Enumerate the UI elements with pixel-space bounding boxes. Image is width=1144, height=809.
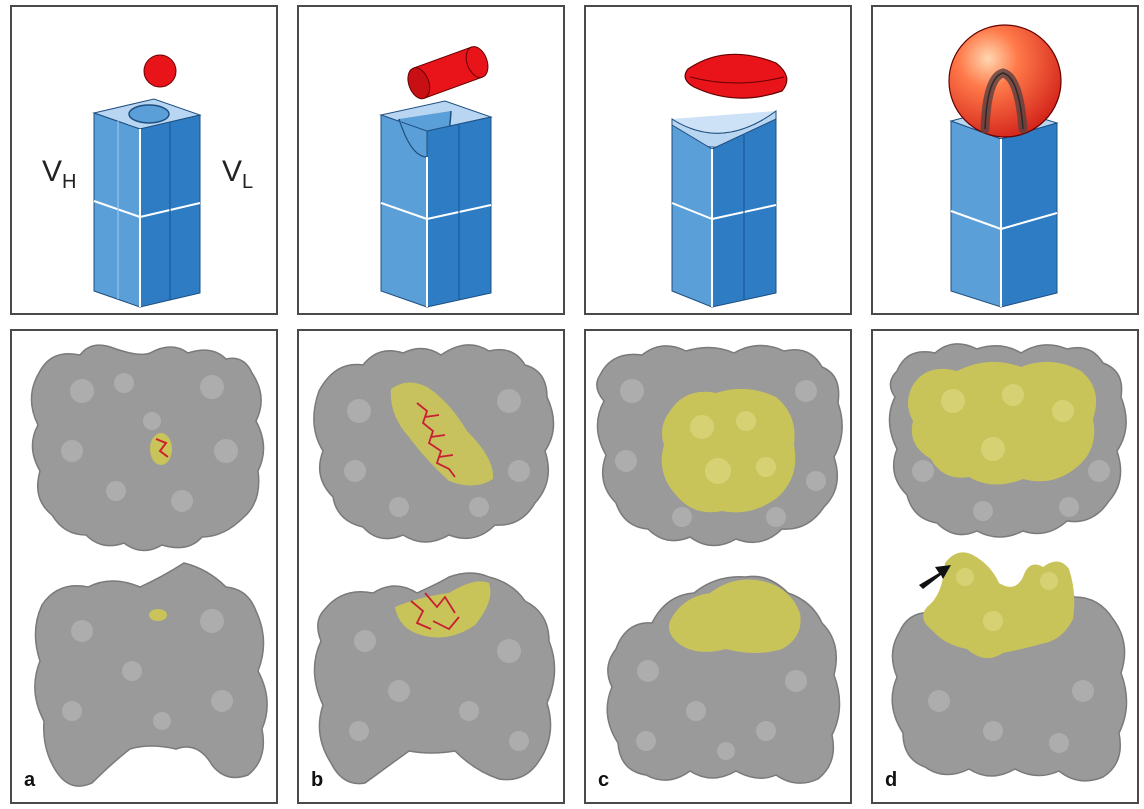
contact-surface xyxy=(908,361,1097,485)
vl-label: VL xyxy=(222,155,254,193)
schematic-panel-b xyxy=(297,5,565,315)
bound-peptide-side xyxy=(410,592,460,631)
surface-rendering-c xyxy=(596,344,843,784)
schematic-panel-a: VH VL xyxy=(10,5,278,315)
panel-letter-b: b xyxy=(311,769,324,791)
surface-rendering-d xyxy=(888,343,1128,782)
antibody-surface-side-view xyxy=(34,562,268,787)
cylinder-ligand xyxy=(407,46,489,100)
panel-letter-a: a xyxy=(24,769,36,791)
schematic-protruding-diagram xyxy=(948,24,1062,308)
schematic-panel-d xyxy=(871,5,1139,315)
contact-groove xyxy=(390,382,494,486)
contact-surface xyxy=(661,388,796,513)
large-ligand-sphere xyxy=(948,24,1062,138)
flat-disc-ligand xyxy=(684,53,788,99)
schematic-planar-diagram xyxy=(671,53,788,308)
schematic-pocket-diagram xyxy=(92,54,202,308)
schematic-groove-diagram xyxy=(379,46,493,308)
surface-rendering-a xyxy=(30,344,268,787)
surface-panel-c: c xyxy=(584,329,852,804)
surface-panel-b: b xyxy=(297,329,565,804)
surface-panel-d: d xyxy=(871,329,1139,804)
small-ligand-sphere xyxy=(143,54,177,88)
vh-label: VH xyxy=(42,155,77,193)
schematic-panel-c xyxy=(584,5,852,315)
bound-ligand xyxy=(155,438,169,458)
arrow-icon xyxy=(919,565,951,589)
panel-letter-c: c xyxy=(598,769,610,791)
contact-patch-side xyxy=(149,609,167,621)
surface-rendering-b xyxy=(313,344,556,785)
bound-peptide xyxy=(416,402,456,478)
panel-letter-d: d xyxy=(885,769,898,791)
contact-surface-side xyxy=(669,579,801,653)
binding-pocket xyxy=(128,104,170,124)
surface-panel-a: a xyxy=(10,329,278,804)
antibody-surface-side-view xyxy=(313,572,556,785)
